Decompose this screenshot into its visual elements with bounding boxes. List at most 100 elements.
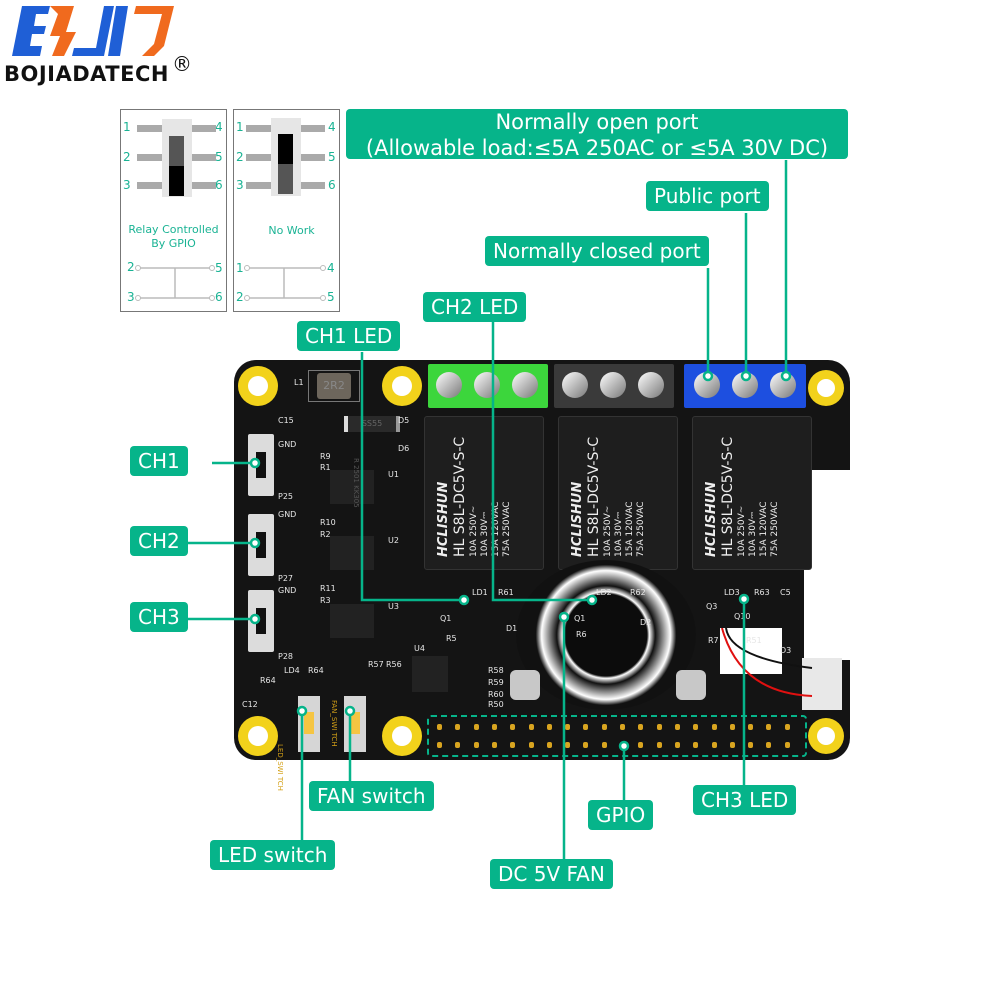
silk-label: R50 xyxy=(488,700,504,709)
gpio-pin xyxy=(565,724,571,730)
gpio-pin xyxy=(510,742,516,748)
switch-slot xyxy=(169,136,184,166)
gpio-pin xyxy=(766,742,772,748)
callout-ch1: CH1 xyxy=(130,446,188,476)
anchor-dot xyxy=(740,370,752,382)
switch-leg xyxy=(246,154,271,161)
logo-mark-icon xyxy=(12,6,174,56)
gpio-pin xyxy=(620,724,625,730)
gpio-pin xyxy=(656,742,662,748)
mounting-hole xyxy=(238,716,278,756)
anchor-dot xyxy=(618,740,630,752)
fan-wires xyxy=(721,628,813,697)
callout-ch2-led: CH2 LED xyxy=(423,292,527,322)
silk-label: R2 xyxy=(320,530,331,539)
silk-label: R62 xyxy=(630,588,646,597)
anchor-dot xyxy=(458,594,470,606)
silk-label: D5 xyxy=(398,416,410,425)
silk-label: LD4 xyxy=(284,666,300,675)
board-edge-notch xyxy=(804,470,854,660)
silk-label: Q3 xyxy=(706,602,718,611)
gpio-pin xyxy=(729,742,735,748)
silk-label: R3 xyxy=(320,596,331,605)
silk-label: C12 xyxy=(242,700,258,709)
silk-label: C15 xyxy=(278,416,294,425)
mounting-hole xyxy=(808,370,844,406)
silk-label: R1 xyxy=(320,463,331,472)
switch-leg xyxy=(191,182,216,189)
switch-leg xyxy=(137,125,162,132)
switch-diagram-nowork: 1 2 3 4 5 6 No Work 1 2 4 5 xyxy=(233,109,340,312)
screw-terminal xyxy=(512,372,538,398)
optocoupler-u3 xyxy=(330,604,374,638)
terminal-block-ch1 xyxy=(428,364,548,408)
gpio-pin xyxy=(583,742,589,748)
gpio-pin xyxy=(674,724,680,730)
brand-name: BOJIADATECH xyxy=(4,62,169,86)
gpio-pin xyxy=(693,724,699,730)
silk-label: Q1 xyxy=(440,614,452,623)
silk-label: GND xyxy=(278,510,297,519)
anchor-dot xyxy=(249,537,261,549)
mounting-hole xyxy=(382,366,422,406)
silk-label: R61 xyxy=(498,588,514,597)
gpio-pin xyxy=(601,742,607,748)
gpio-pin xyxy=(674,742,680,748)
pin-label: 1 xyxy=(123,120,131,134)
anchor-dot xyxy=(738,593,750,605)
pin-label: 4 xyxy=(328,120,336,134)
anchor-dot xyxy=(249,457,261,469)
standoff-nut xyxy=(676,670,706,700)
optocoupler-u2 xyxy=(330,536,374,570)
anchor-dot xyxy=(296,705,308,717)
registered-mark: ® xyxy=(172,52,192,76)
gpio-pin xyxy=(638,742,644,748)
gpio-pin xyxy=(766,724,772,730)
gpio-pin xyxy=(546,742,552,748)
silk-label: P28 xyxy=(278,652,294,661)
caption-line: Relay Controlled xyxy=(128,223,219,236)
circuit-pin: 3 xyxy=(127,290,135,304)
mounting-hole xyxy=(382,716,422,756)
screw-terminal xyxy=(436,372,462,398)
switch-caption: Relay Controlled By GPIO xyxy=(121,223,226,251)
inductor-value: 2R2 xyxy=(317,373,351,399)
pin-label: 5 xyxy=(215,150,223,164)
gpio-pin xyxy=(546,724,552,730)
anchor-dot xyxy=(702,370,714,382)
silk-label: R64 xyxy=(260,676,276,685)
relay-ch1: HCLISHUN HL S8L-DC5V-S-C 10A 250V~ 10A 3… xyxy=(424,416,544,570)
gpio-pin xyxy=(729,724,735,730)
silk-label: R56 xyxy=(386,660,402,669)
pin-label: 3 xyxy=(123,178,131,192)
gpio-pin xyxy=(784,742,790,748)
silk-label: LD3 xyxy=(724,588,740,597)
screw-terminal xyxy=(638,372,664,398)
gpio-pin xyxy=(583,724,589,730)
circuit-pin: 6 xyxy=(215,290,223,304)
silk-label: Q1 xyxy=(574,614,586,623)
gpio-pin xyxy=(711,724,717,730)
callout-gpio: GPIO xyxy=(588,800,654,830)
callout-ch1-led: CH1 LED xyxy=(297,321,401,351)
silk-label: P25 xyxy=(278,492,294,501)
silk-label: GND xyxy=(278,440,297,449)
callout-normally-closed-port: Normally closed port xyxy=(485,236,709,266)
silk-label: R60 xyxy=(488,690,504,699)
switch-slot xyxy=(278,164,293,194)
pin-label: 6 xyxy=(215,178,223,192)
gpio-pin xyxy=(784,724,790,730)
silk-label: U4 xyxy=(414,644,425,653)
switch-diagram-gpio: 1 2 3 4 5 6 Relay Controlled By GPIO 2 3… xyxy=(120,109,227,312)
callout-text: Normally open port xyxy=(495,110,699,134)
pin-label: 2 xyxy=(123,150,131,164)
silk-label: L1 xyxy=(294,378,304,387)
anchor-dot xyxy=(558,611,570,623)
pin-label: 5 xyxy=(328,150,336,164)
brand-logo xyxy=(4,4,204,64)
gpio-pin xyxy=(528,742,534,748)
diode-marking: SS55 xyxy=(361,419,383,428)
inductor-l1: 2R2 xyxy=(308,370,360,402)
gpio-pin xyxy=(748,742,754,748)
silk-label: U3 xyxy=(388,602,399,611)
